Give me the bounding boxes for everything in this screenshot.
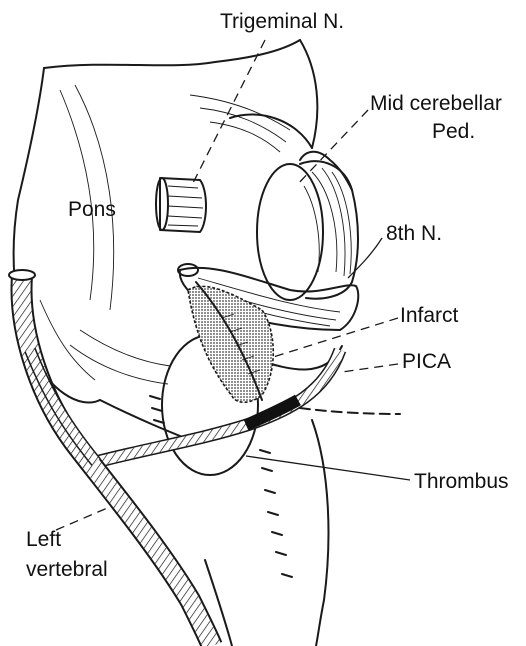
label-thrombus: Thrombus (414, 470, 509, 493)
label-left-vertebral-1: Left (26, 528, 61, 551)
eighth-nerve-leader (348, 238, 382, 278)
label-mid-cerebellar-2: Ped. (432, 120, 475, 143)
trigeminal-leader (192, 40, 265, 185)
pica-leader (342, 364, 398, 372)
infarct-region (188, 282, 273, 402)
trigeminal-nerve (156, 178, 206, 232)
left-vertebral-leader (56, 506, 112, 530)
thrombus-leader (246, 456, 410, 480)
medullary-rootlets (150, 396, 292, 577)
label-pica: PICA (402, 350, 451, 373)
label-pons: Pons (68, 198, 116, 221)
label-infarct: Infarct (400, 304, 459, 327)
label-mid-cerebellar-1: Mid cerebellar (370, 92, 502, 115)
labels: Trigeminal N. Mid cerebellar Ped. Pons 8… (26, 10, 509, 581)
label-trigeminal: Trigeminal N. (220, 10, 344, 33)
label-left-vertebral-2: vertebral (26, 558, 108, 581)
label-eighth-nerve: 8th N. (386, 222, 442, 245)
middle-cerebellar-peduncle (257, 152, 358, 300)
